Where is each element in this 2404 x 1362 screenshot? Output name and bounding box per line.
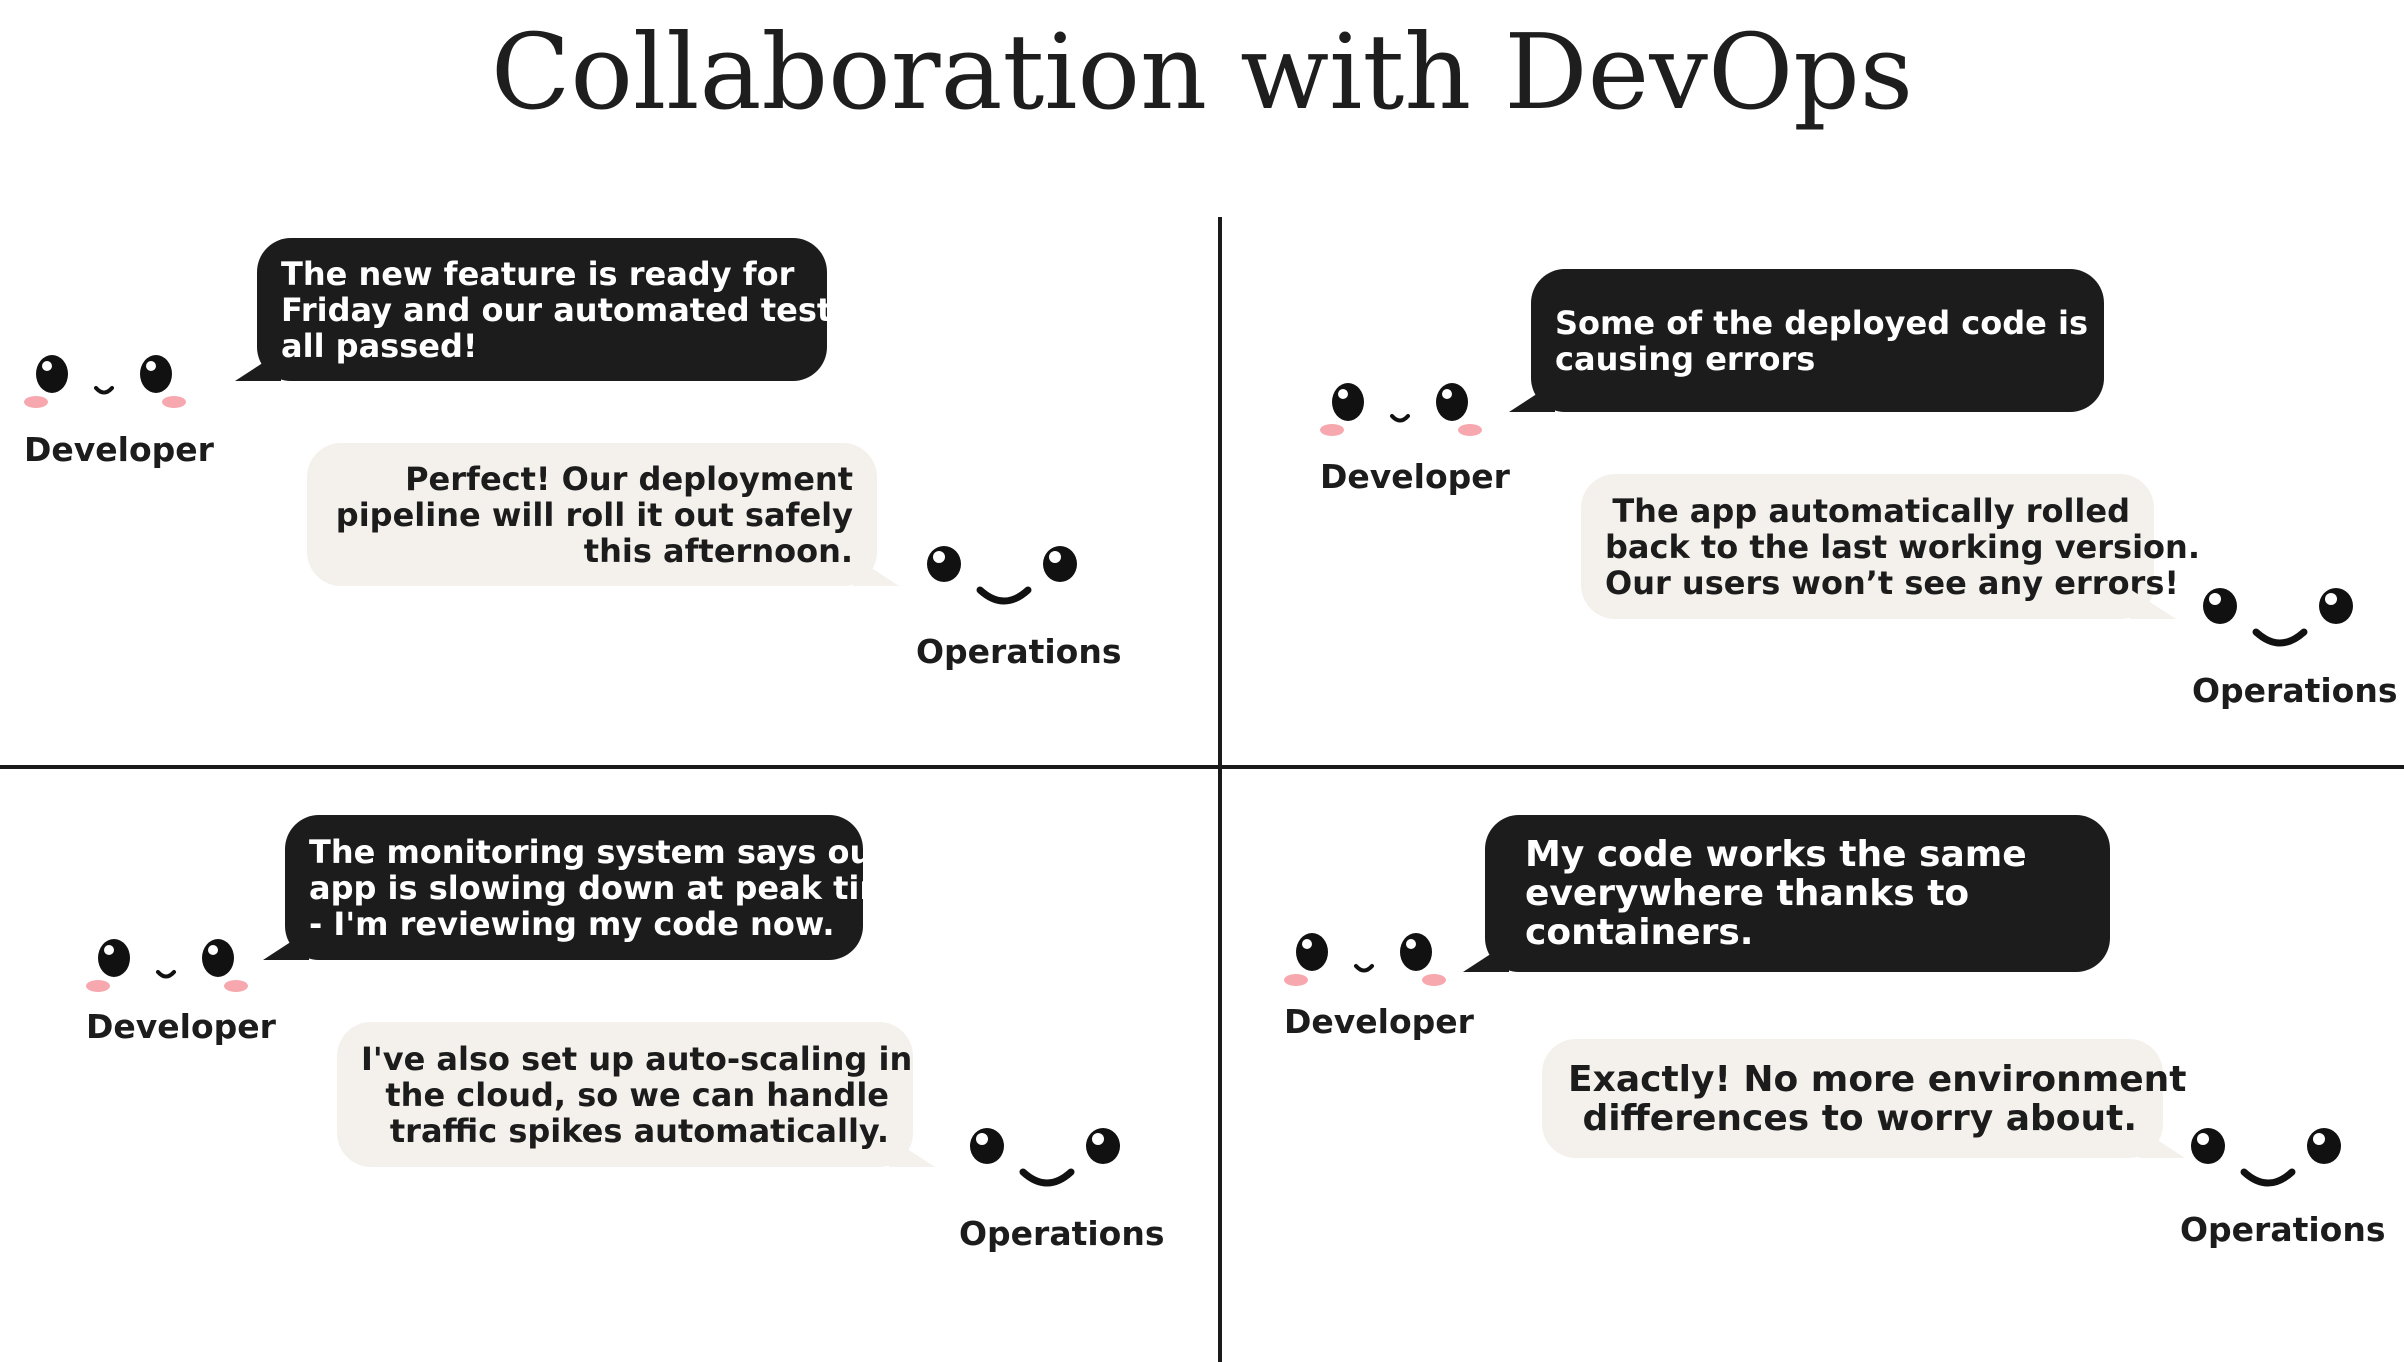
developer-speech-bubble: My code works the same everywhere thanks… <box>1463 815 2110 972</box>
developer-label: Developer <box>24 430 214 469</box>
bubble-line: pipeline will roll it out safely <box>335 495 853 534</box>
blushing-face-icon <box>24 355 186 408</box>
bubble-line: back to the last working version. <box>1605 527 2200 566</box>
bubble-line: this afternoon. <box>583 531 853 570</box>
developer-label: Developer <box>1284 1002 1474 1041</box>
bubble-line: I've also set up auto-scaling in <box>361 1039 913 1078</box>
smiling-face-icon <box>2203 588 2353 647</box>
operations-speech-bubble: Perfect! Our deployment pipeline will ro… <box>307 443 899 586</box>
bubble-line: Friday and our automated tests <box>281 290 852 329</box>
bubble-line: Some of the deployed code is <box>1555 303 2088 342</box>
developer-label: Developer <box>1320 457 1510 496</box>
bubble-line: Exactly! No more environment <box>1568 1058 2187 1100</box>
smiling-face-icon <box>927 546 1077 605</box>
bubble-line: Our users won’t see any errors! <box>1605 563 2179 602</box>
bubble-line: My code works the same <box>1525 834 2027 875</box>
developer-speech-bubble: Some of the deployed code is causing err… <box>1509 269 2104 412</box>
bubble-line: the cloud, so we can handle <box>385 1075 889 1114</box>
smiling-face-icon <box>970 1128 1120 1187</box>
vertical-divider <box>1218 217 1222 1362</box>
operations-label: Operations <box>2180 1210 2386 1249</box>
bubble-line: The new feature is ready for <box>281 254 795 293</box>
bubble-line: everywhere thanks to <box>1525 873 1970 914</box>
blushing-face-icon <box>1284 933 1446 986</box>
operations-speech-bubble: The app automatically rolled back to the… <box>1581 474 2200 619</box>
bubble-line: Perfect! Our deployment <box>405 459 853 498</box>
bubble-line: The monitoring system says our <box>309 832 889 871</box>
bubble-line: app is slowing down at peak times <box>309 868 934 907</box>
page-title: Collaboration with DevOps <box>490 11 1914 133</box>
bubble-line: all passed! <box>281 326 478 365</box>
operations-speech-bubble: Exactly! No more environment differences… <box>1542 1039 2187 1158</box>
developer-speech-bubble: The monitoring system says our app is sl… <box>263 815 934 960</box>
bubble-line: - I'm reviewing my code now. <box>309 904 835 943</box>
bubble-line: containers. <box>1525 912 1754 953</box>
blushing-face-icon <box>1320 383 1482 436</box>
blushing-face-icon <box>86 939 248 992</box>
bubble-line: causing errors <box>1555 339 1816 378</box>
bubble-line: differences to worry about. <box>1582 1097 2137 1139</box>
operations-label: Operations <box>959 1214 1165 1253</box>
bubble-line: The app automatically rolled <box>1612 491 2130 530</box>
operations-label: Operations <box>916 632 1122 671</box>
operations-speech-bubble: I've also set up auto-scaling in the clo… <box>337 1022 935 1167</box>
developer-speech-bubble: The new feature is ready for Friday and … <box>235 238 852 381</box>
operations-label: Operations <box>2192 671 2398 710</box>
bubble-line: traffic spikes automatically. <box>389 1111 889 1150</box>
smiling-face-icon <box>2191 1128 2341 1187</box>
horizontal-divider <box>0 765 2404 769</box>
developer-label: Developer <box>86 1007 276 1046</box>
